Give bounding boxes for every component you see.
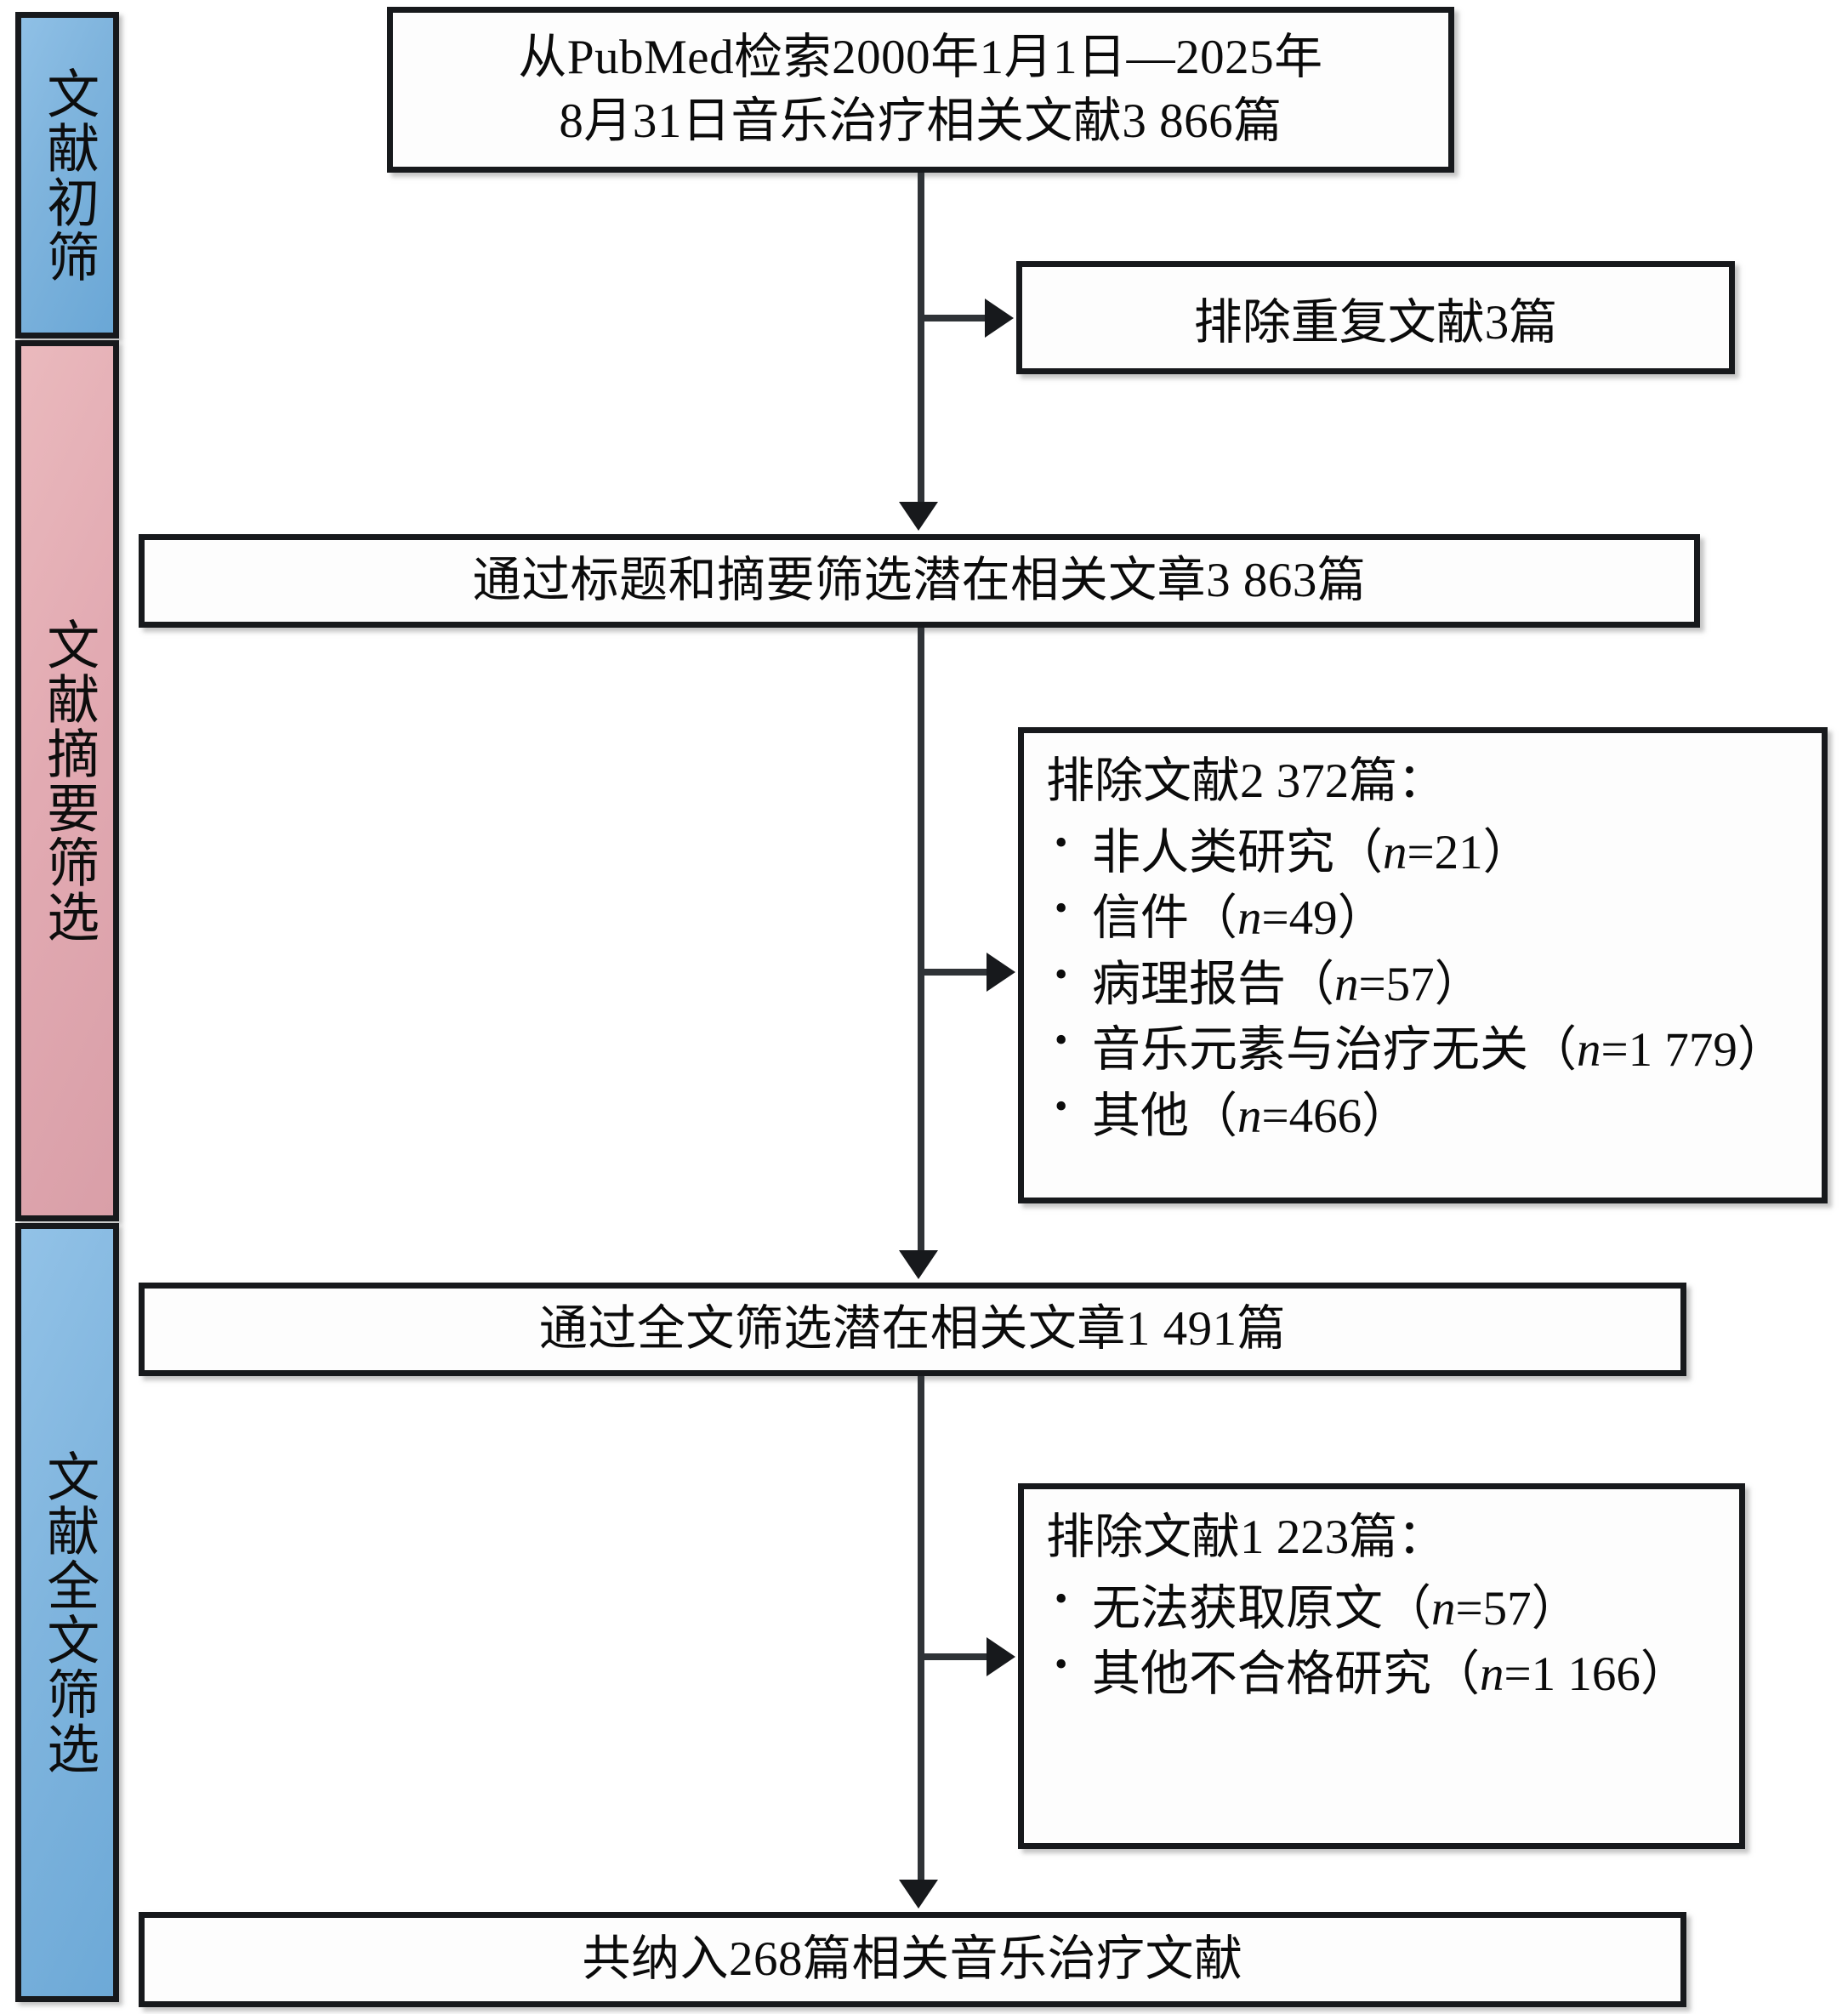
exclusion-item-value: =1 166） bbox=[1504, 1647, 1689, 1702]
exclusion-item-value: =21） bbox=[1407, 825, 1532, 879]
exclusion-item-label: 非人类研究（ bbox=[1092, 825, 1383, 879]
exclusion-item-value: =466） bbox=[1261, 1089, 1411, 1143]
list-item: 音乐元素与治疗无关（n=1 779） bbox=[1046, 1015, 1813, 1084]
exclusion-item-stat: n bbox=[1577, 1023, 1601, 1078]
exclusion-item-label: 信件（ bbox=[1092, 891, 1237, 946]
exclusion-item-stat: n bbox=[1431, 1581, 1456, 1636]
flow-box-records-identified: 从PubMed检索2000年1月1日—2025年 8月31日音乐治疗相关文献3 … bbox=[387, 7, 1454, 173]
stage-label-abstract-screening: 文献摘要筛选 bbox=[38, 617, 97, 944]
flow-box-fulltext-screened: 通过全文筛选潜在相关文章1 491篇 bbox=[139, 1283, 1686, 1376]
connector-arrow-right-duplicates bbox=[985, 299, 1014, 338]
list-item: 病理报告（n=57） bbox=[1046, 949, 1813, 1018]
connector-hline-fulltext-exclusions bbox=[918, 1653, 989, 1660]
exclusion-item-stat: n bbox=[1383, 825, 1407, 879]
flow-box-title-abstract-screened-text: 通过标题和摘要筛选潜在相关文章3 863篇 bbox=[472, 553, 1367, 607]
flow-box-fulltext-screened-text: 通过全文筛选潜在相关文章1 491篇 bbox=[538, 1301, 1287, 1356]
exclusion-fulltext-content: 排除文献1 223篇： 无法获取原文（n=57） 其他不合格研究（n=1 166… bbox=[1024, 1489, 1739, 1716]
flow-box-studies-included: 共纳入268篇相关音乐治疗文献 bbox=[139, 1912, 1686, 2007]
connector-arrow-down-2 bbox=[899, 1250, 938, 1279]
exclusion-item-stat: n bbox=[1237, 891, 1262, 946]
exclusion-box-fulltext-exclusions: 排除文献1 223篇： 无法获取原文（n=57） 其他不合格研究（n=1 166… bbox=[1018, 1483, 1745, 1849]
flow-box-records-identified-text: 从PubMed检索2000年1月1日—2025年 8月31日音乐治疗相关文献3 … bbox=[504, 23, 1336, 156]
exclusion-item-value: =57） bbox=[1455, 1581, 1580, 1636]
connector-arrow-down-1 bbox=[899, 502, 938, 531]
list-item: 其他不合格研究（n=1 166） bbox=[1046, 1639, 1731, 1708]
exclusion-item-value: =57） bbox=[1358, 957, 1483, 1011]
exclusion-item-stat: n bbox=[1480, 1647, 1504, 1702]
exclusion-item-stat: n bbox=[1334, 957, 1359, 1011]
stage-bar-fulltext-screening: 文献全文筛选 bbox=[15, 1223, 119, 2002]
exclusion-box-abstract-exclusions: 排除文献2 372篇： 非人类研究（n=21） 信件（n=49） 病理报告（n=… bbox=[1018, 727, 1828, 1203]
connector-arrow-right-fulltext-exclusions bbox=[987, 1637, 1015, 1676]
exclusion-item-label: 病理报告（ bbox=[1092, 957, 1334, 1011]
exclusion-item-value: =1 779） bbox=[1601, 1023, 1786, 1078]
connector-vline-2 bbox=[918, 628, 924, 1253]
records-identified-line2: 8月31日音乐治疗相关文献3 866篇 bbox=[559, 94, 1282, 148]
exclusion-item-label: 其他不合格研究（ bbox=[1092, 1647, 1480, 1702]
connector-hline-duplicates bbox=[918, 315, 987, 321]
stage-label-initial-screening: 文献初筛 bbox=[38, 66, 97, 284]
exclusion-item-value: =49） bbox=[1261, 891, 1386, 946]
connector-arrow-down-3 bbox=[899, 1880, 938, 1909]
stage-bar-initial-screening: 文献初筛 bbox=[15, 12, 119, 339]
connector-vline-3 bbox=[918, 1376, 924, 1882]
exclusion-item-label: 音乐元素与治疗无关（ bbox=[1092, 1023, 1577, 1078]
exclusion-item-stat: n bbox=[1237, 1089, 1262, 1143]
records-identified-line1: 从PubMed检索2000年1月1日—2025年 bbox=[518, 31, 1323, 85]
exclusion-item-label: 其他（ bbox=[1092, 1089, 1237, 1143]
list-item: 其他（n=466） bbox=[1046, 1081, 1813, 1150]
exclusion-fulltext-list: 无法获取原文（n=57） 其他不合格研究（n=1 166） bbox=[1046, 1573, 1731, 1708]
flow-box-title-abstract-screened: 通过标题和摘要筛选潜在相关文章3 863篇 bbox=[139, 534, 1700, 628]
stage-label-fulltext-screening: 文献全文筛选 bbox=[38, 1449, 97, 1776]
exclusion-box-duplicates-removed: 排除重复文献3篇 bbox=[1016, 261, 1735, 374]
exclusion-abstract-content: 排除文献2 372篇： 非人类研究（n=21） 信件（n=49） 病理报告（n=… bbox=[1024, 733, 1822, 1158]
exclusion-duplicates-title: 排除重复文献3篇 bbox=[1193, 295, 1558, 350]
list-item: 非人类研究（n=21） bbox=[1046, 817, 1813, 886]
flow-box-studies-included-text: 共纳入268篇相关音乐治疗文献 bbox=[582, 1932, 1243, 1986]
exclusion-abstract-title: 排除文献2 372篇： bbox=[1046, 754, 1447, 808]
list-item: 信件（n=49） bbox=[1046, 883, 1813, 952]
list-item: 无法获取原文（n=57） bbox=[1046, 1573, 1731, 1642]
exclusion-abstract-list: 非人类研究（n=21） 信件（n=49） 病理报告（n=57） 音乐元素与治疗无… bbox=[1046, 817, 1813, 1150]
connector-vline-1 bbox=[918, 173, 924, 504]
exclusion-fulltext-title: 排除文献1 223篇： bbox=[1046, 1510, 1447, 1564]
stage-bar-abstract-screening: 文献摘要筛选 bbox=[15, 340, 119, 1221]
exclusion-item-label: 无法获取原文（ bbox=[1092, 1581, 1431, 1636]
connector-arrow-right-abstract-exclusions bbox=[987, 953, 1015, 992]
connector-hline-abstract-exclusions bbox=[918, 969, 989, 976]
